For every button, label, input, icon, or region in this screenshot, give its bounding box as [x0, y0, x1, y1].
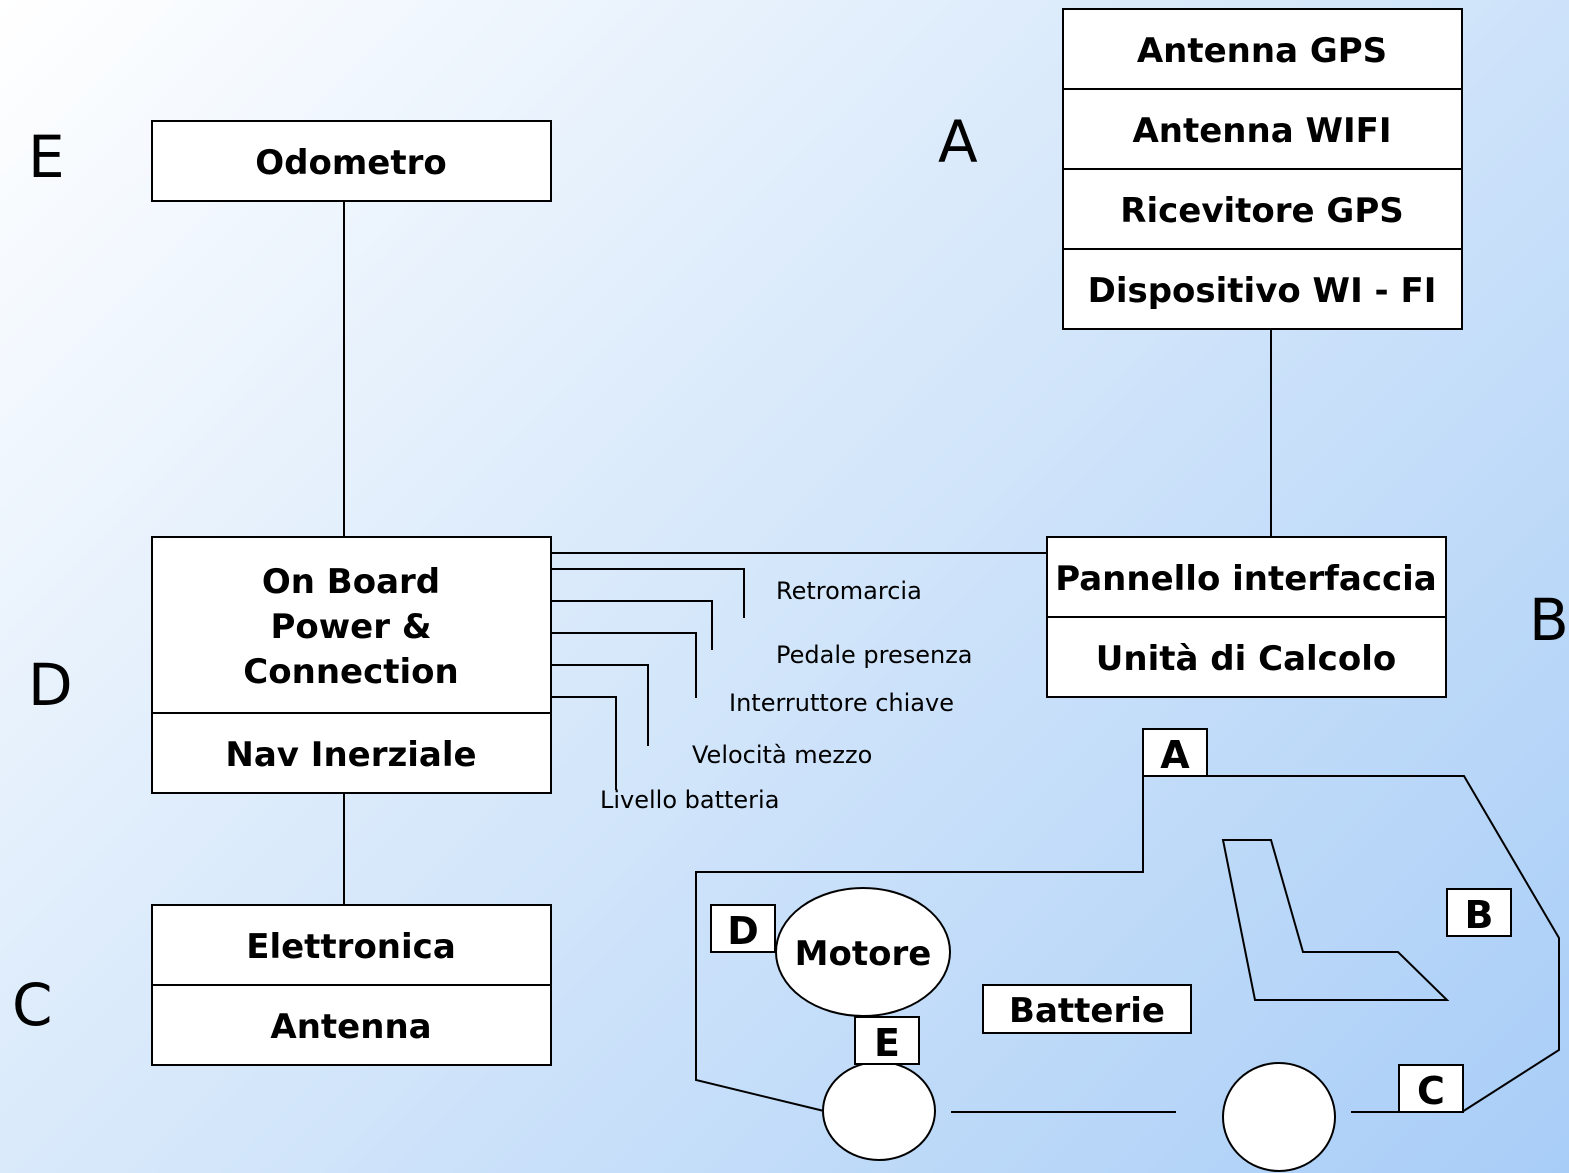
wire-reverse: [551, 568, 745, 618]
wifi-antenna-label: Antenna WIFI: [1132, 111, 1391, 151]
power-connection-line2: Power &: [270, 607, 431, 647]
vehicle-cab-outline: [1143, 775, 1560, 1113]
wire-vehicle-speed: [551, 664, 649, 746]
wire-battery-level: [551, 696, 617, 790]
vehicle-tag-e-label: E: [874, 1021, 900, 1065]
vehicle-tag-a: A: [1142, 728, 1208, 777]
signal-key-switch-label: Interruttore chiave: [729, 689, 954, 717]
vehicle-tag-d: D: [710, 904, 776, 953]
wire-key-switch: [551, 632, 697, 698]
vehicle-tag-c: C: [1398, 1064, 1464, 1113]
interface-panel-label: Pannello interfaccia: [1055, 559, 1437, 599]
section-letter-b: B: [1529, 586, 1569, 654]
odometer-box: Odometro: [151, 120, 552, 202]
wire-presence-pedal: [551, 600, 713, 650]
motor-label: Motore: [795, 934, 932, 974]
vehicle-tag-d-label: D: [727, 909, 759, 953]
rear-wheel: [1222, 1062, 1336, 1172]
signal-presence-pedal-label: Pedale presenza: [776, 641, 973, 669]
vehicle-tag-c-label: C: [1417, 1069, 1445, 1113]
gps-receiver-label: Ricevitore GPS: [1120, 191, 1403, 231]
computing-unit-label: Unità di Calcolo: [1096, 639, 1396, 679]
vehicle-sketch: Motore Batterie A B C D E: [695, 728, 1560, 1172]
power-connection-line1: On Board: [262, 562, 440, 602]
batteries-box: Batterie: [982, 984, 1192, 1034]
vehicle-tag-b: B: [1446, 888, 1512, 937]
section-letter-a: A: [938, 108, 978, 176]
power-connection-line3: Connection: [243, 652, 458, 692]
vehicle-tag-e: E: [854, 1016, 920, 1065]
section-letter-e: E: [28, 123, 65, 191]
signal-vehicle-speed-label: Velocità mezzo: [692, 741, 872, 769]
inertial-nav-label: Nav Inerziale: [225, 735, 476, 775]
signal-battery-level-label: Livello batteria: [600, 786, 779, 814]
vehicle-tag-b-label: B: [1465, 893, 1494, 937]
module-d-stack: On Board Power & Connection Nav Inerzial…: [151, 536, 552, 794]
front-wheel: [822, 1061, 936, 1161]
antenna-label: Antenna: [270, 1007, 431, 1047]
module-b-stack: Pannello interfaccia Unità di Calcolo: [1046, 536, 1447, 698]
electronics-label: Elettronica: [246, 927, 456, 967]
section-letter-c: C: [12, 971, 53, 1039]
vehicle-tag-a-label: A: [1160, 733, 1190, 777]
gps-antenna-label: Antenna GPS: [1137, 31, 1387, 71]
wifi-device-label: Dispositivo WI - FI: [1088, 271, 1437, 311]
section-letter-d: D: [28, 651, 73, 719]
odometer-label: Odometro: [255, 143, 446, 183]
module-c-stack: Elettronica Antenna: [151, 904, 552, 1066]
batteries-label: Batterie: [1009, 991, 1165, 1031]
module-a-stack: Antenna GPS Antenna WIFI Ricevitore GPS …: [1062, 8, 1463, 330]
vehicle-body-outline: [695, 776, 1144, 1112]
signal-reverse-label: Retromarcia: [776, 577, 922, 605]
vehicle-seat: [1221, 839, 1450, 1001]
